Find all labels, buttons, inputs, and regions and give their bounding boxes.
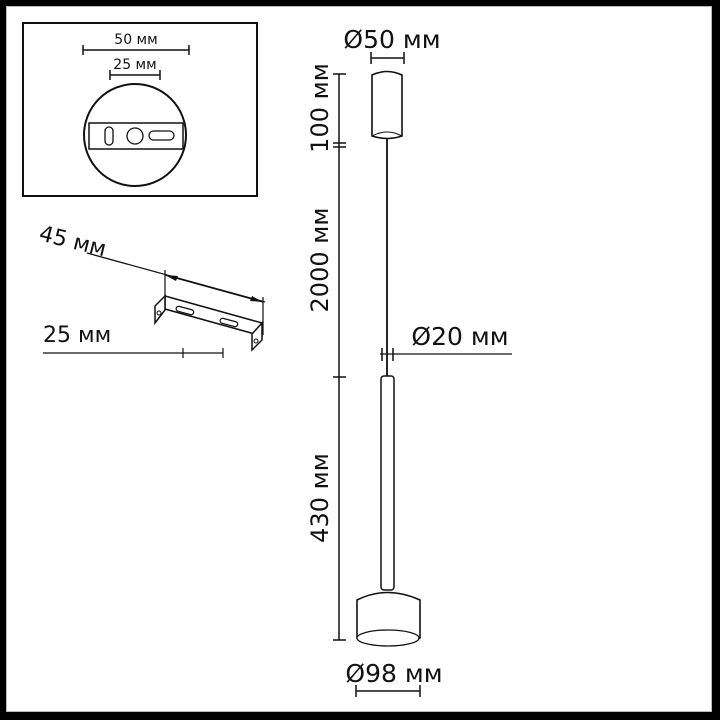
cable-length-label: 2000 мм	[306, 208, 334, 313]
canopy-height-label: 100 мм	[306, 63, 334, 153]
shade-diameter-label: Ø98 мм	[345, 659, 442, 688]
rod-length-label: 430 мм	[306, 453, 334, 543]
ceiling-canopy	[371, 70, 403, 140]
canopy-detail-box: 50 мм 25 мм	[22, 22, 258, 197]
lamp-rod	[380, 375, 395, 591]
canopy-inner-width-label: 25 мм	[113, 57, 156, 73]
canopy-outer-width-label: 50 мм	[114, 32, 157, 48]
rod-diameter-label: Ø20 мм	[411, 322, 508, 351]
lamp-drawing: Ø50 мм 100 мм 2000 мм 430 мм Ø20 мм Ø98 …	[306, 25, 512, 697]
bracket-detail: 45 мм 25 мм	[37, 222, 266, 358]
canopy-diameter-label: Ø50 мм	[343, 25, 440, 54]
bracket-width-label: 25 мм	[43, 323, 111, 348]
